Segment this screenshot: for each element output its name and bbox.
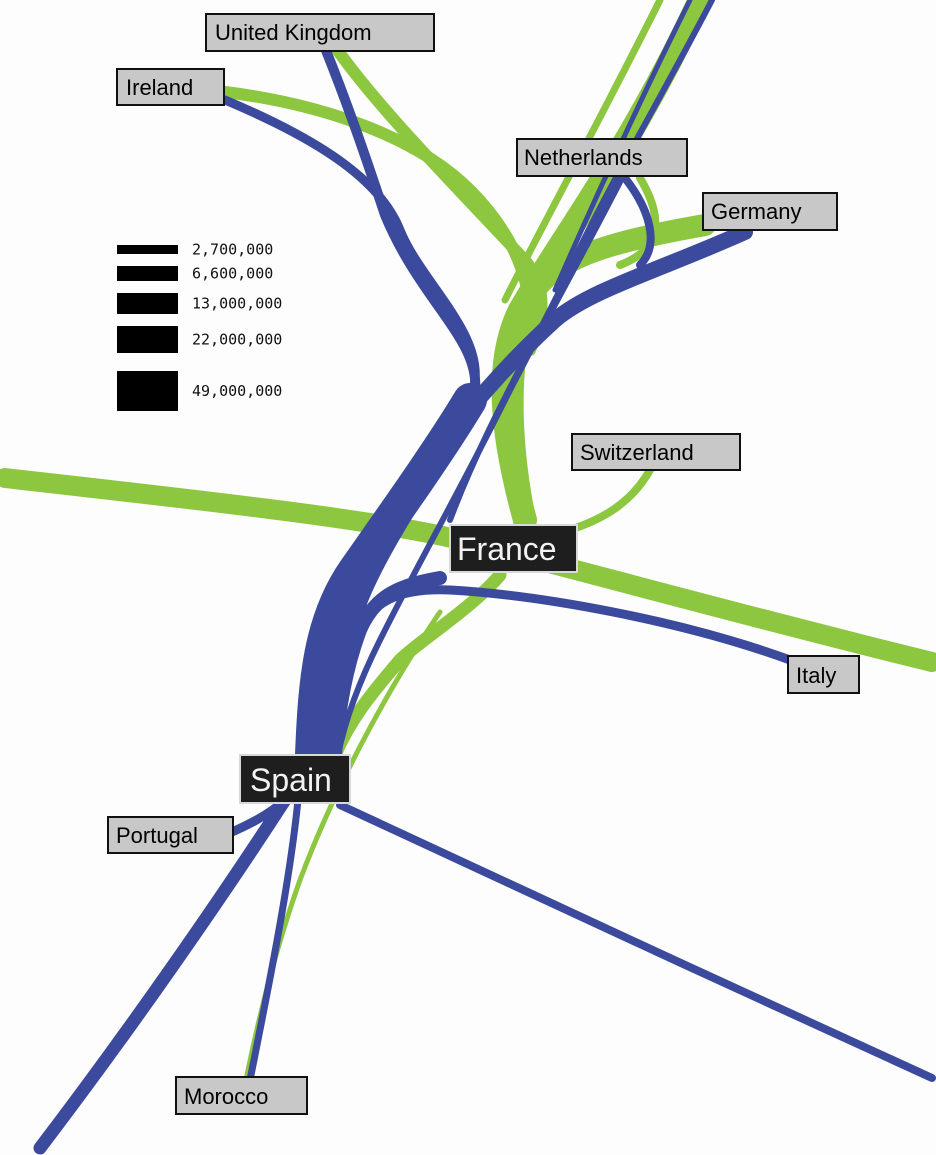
legend: 2,700,000 6,600,000 13,000,000 22,000,000 49…: [117, 241, 282, 411]
legend-label: 13,000,000: [192, 295, 282, 313]
legend-label: 49,000,000: [192, 382, 282, 400]
node-label-ireland: Ireland: [126, 75, 193, 100]
legend-label: 6,600,000: [192, 265, 273, 283]
node-switzerland[interactable]: Switzerland: [571, 433, 741, 471]
node-ireland[interactable]: Ireland: [116, 68, 225, 106]
node-portugal[interactable]: Portugal: [107, 816, 234, 854]
legend-swatch: [117, 293, 178, 314]
flow-spain-to-morocco: [246, 796, 302, 1084]
country-labels: United Kingdom Ireland Netherlands Germa…: [107, 13, 860, 1115]
node-label-united-kingdom: United Kingdom: [215, 20, 372, 45]
flow-france-to-spain-blue: [328, 571, 447, 762]
flow-spain-to-southwest: [33, 793, 292, 1155]
node-spain[interactable]: Spain: [239, 754, 351, 804]
blue-flow-layer: [33, 0, 936, 1155]
legend-swatch: [117, 266, 178, 281]
legend-swatch: [117, 326, 178, 353]
flow-germany-to-france: [501, 214, 716, 531]
flow-netherlands-loop: [621, 174, 655, 269]
node-label-france: France: [457, 531, 557, 567]
node-label-spain: Spain: [250, 762, 332, 798]
flow-netherlands-to-spain: [335, 175, 625, 758]
node-label-italy: Italy: [796, 663, 836, 688]
node-label-portugal: Portugal: [116, 823, 198, 848]
node-germany[interactable]: Germany: [702, 192, 838, 231]
node-morocco[interactable]: Morocco: [175, 1076, 308, 1115]
legend-swatch: [117, 245, 178, 254]
flow-spain-to-southeast: [336, 801, 936, 1082]
flow-france-to-spain: [328, 568, 507, 762]
node-label-germany: Germany: [711, 199, 801, 224]
legend-label: 2,700,000: [192, 241, 273, 259]
node-france[interactable]: France: [449, 524, 578, 573]
node-italy[interactable]: Italy: [787, 655, 860, 694]
flow-netherlands-to-france: [616, 174, 660, 269]
node-united-kingdom[interactable]: United Kingdom: [205, 13, 435, 52]
legend-label: 22,000,000: [192, 331, 282, 349]
flow-switzerland-to-france: [566, 466, 654, 534]
node-label-netherlands: Netherlands: [524, 145, 643, 170]
legend-swatch: [117, 371, 178, 411]
node-label-switzerland: Switzerland: [580, 440, 694, 465]
node-netherlands[interactable]: Netherlands: [516, 138, 688, 177]
node-label-morocco: Morocco: [184, 1084, 268, 1109]
flow-uk-to-france: [330, 42, 548, 356]
